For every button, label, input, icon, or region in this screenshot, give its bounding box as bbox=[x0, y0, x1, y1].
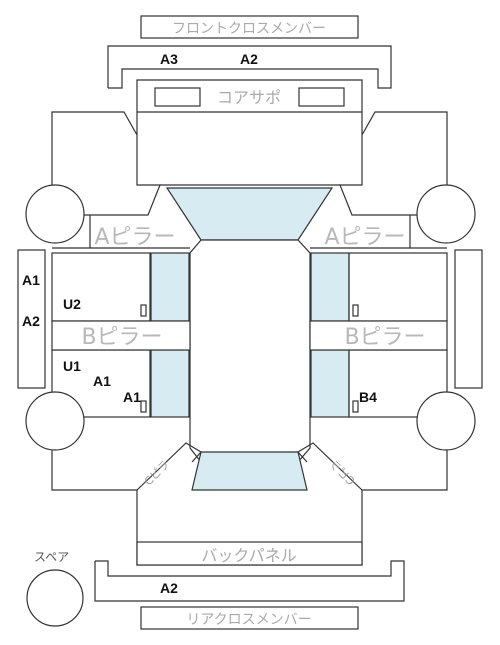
side-window-rear-left bbox=[150, 349, 190, 418]
code-left-a1: A1 bbox=[93, 373, 111, 389]
code-u2: U2 bbox=[63, 296, 81, 312]
wheel-rear-right bbox=[416, 391, 476, 451]
code-rear: A2 bbox=[160, 580, 178, 596]
front-cross-member-box bbox=[140, 15, 359, 39]
door-handle-rear-right bbox=[352, 400, 359, 413]
b-pillar-band-left bbox=[51, 320, 191, 351]
windshield bbox=[165, 187, 334, 241]
rear-window bbox=[191, 451, 308, 491]
core-support-outline bbox=[136, 79, 363, 112]
door-handle-front-right bbox=[352, 304, 359, 317]
door-front-right bbox=[348, 252, 448, 322]
wheel-front-right bbox=[416, 184, 476, 244]
wheel-front-left bbox=[25, 184, 85, 244]
side-window-front-right bbox=[310, 252, 350, 322]
a-pillar-right-label: Aピラー bbox=[324, 225, 405, 250]
b-pillar-left-label: Bピラー bbox=[81, 325, 162, 350]
rear-cross-member-box bbox=[140, 606, 359, 630]
c-pillar-left bbox=[136, 442, 202, 491]
core-support-label: コアサポ bbox=[217, 88, 281, 107]
side-window-rear-right bbox=[310, 349, 350, 418]
rocker-panel-left bbox=[17, 249, 46, 389]
door-handle-rear-left bbox=[140, 400, 147, 413]
cabin-roof bbox=[189, 239, 311, 463]
c-pillar-right-label: Cピラ bbox=[327, 458, 357, 488]
code-side-left-lower: A2 bbox=[22, 313, 40, 329]
spare-label: スペア bbox=[34, 550, 69, 564]
headlight-left bbox=[154, 87, 201, 107]
door-handle-front-left bbox=[140, 304, 147, 317]
side-window-front-left bbox=[150, 252, 190, 322]
front-cross-member-label: フロントクロスメンバー bbox=[172, 21, 326, 37]
back-panel-box bbox=[136, 541, 363, 566]
back-panel-label: バックパネル bbox=[201, 546, 296, 565]
code-u1: U1 bbox=[63, 358, 81, 374]
c-pillar-right bbox=[297, 442, 363, 491]
c-pillar-left-label: Cピラ bbox=[142, 458, 172, 488]
spare-tire bbox=[26, 569, 84, 627]
front-bumper-bracket bbox=[107, 45, 392, 89]
code-front-right: A2 bbox=[240, 51, 258, 67]
headlight-right bbox=[298, 87, 345, 107]
rear-cross-member-label: リアクロスメンバー bbox=[186, 612, 311, 628]
rear-bumper-bracket bbox=[94, 560, 405, 602]
wheel-rear-left bbox=[25, 391, 85, 451]
code-left-a1-lower: A1 bbox=[123, 389, 141, 405]
code-side-left-upper: A1 bbox=[22, 272, 40, 288]
rocker-panel-right bbox=[454, 249, 483, 389]
code-right-b4: B4 bbox=[359, 389, 377, 405]
b-pillar-band-right bbox=[309, 320, 448, 351]
a-pillar-left-label: Aピラー bbox=[94, 225, 175, 250]
code-front-left: A3 bbox=[160, 51, 178, 67]
b-pillar-right-label: Bピラー bbox=[344, 325, 425, 350]
